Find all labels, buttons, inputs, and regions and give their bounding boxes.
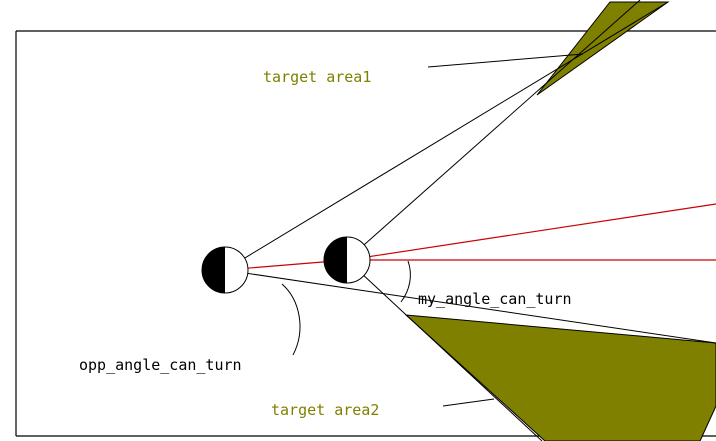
opponent-tangent-lines xyxy=(224,1,716,344)
opp-angle-label: opp_angle_can_turn xyxy=(79,356,242,374)
my-tangent-lines xyxy=(346,0,641,441)
target-area-1-label: target area1 xyxy=(263,68,371,86)
opponent-player-icon xyxy=(201,246,249,294)
opp-angle-arc xyxy=(281,283,301,356)
target-area-2-label: target area2 xyxy=(271,401,379,419)
my-player-icon xyxy=(323,236,371,284)
target-area-1-wedge xyxy=(536,1,670,96)
target-area-2-wedge xyxy=(404,314,716,441)
my-angle-label: my_angle_can_turn xyxy=(418,290,572,308)
heading-lines xyxy=(224,203,716,271)
my-angle-arc xyxy=(400,260,411,303)
callout-leaders xyxy=(427,53,584,407)
